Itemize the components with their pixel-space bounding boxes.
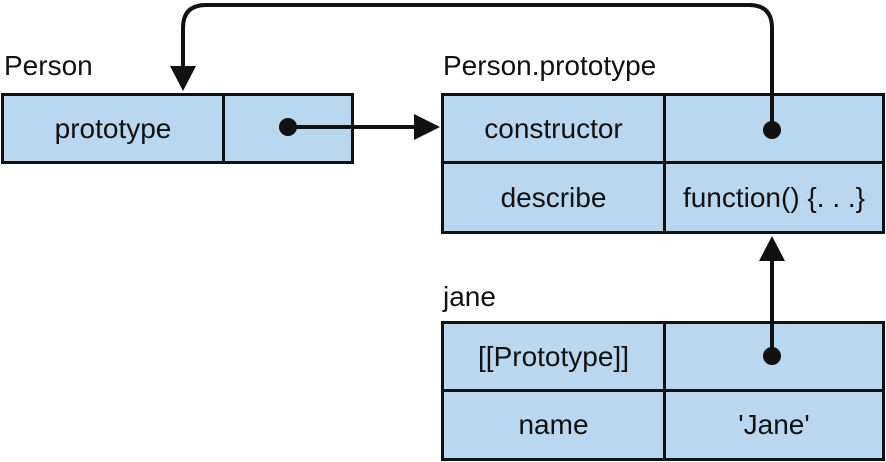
- jane-prototype-arrowhead: [759, 236, 785, 261]
- constructor-value: [663, 93, 885, 164]
- jane-title: jane: [443, 281, 496, 312]
- person-prototype-arrowhead: [414, 114, 440, 140]
- jane-name-value: 'Jane': [663, 389, 885, 461]
- describe-value: function() {. . .}: [663, 161, 885, 234]
- person-prototype-key: prototype: [1, 93, 225, 164]
- jane-prototype-key: [[Prototype]]: [441, 321, 666, 392]
- jane-name-key: name: [441, 389, 666, 461]
- person-prototype-title: Person.prototype: [443, 50, 657, 81]
- person-prototype-value: [222, 93, 354, 164]
- describe-key: describe: [441, 161, 666, 234]
- jane-prototype-value: [663, 321, 885, 392]
- constructor-arrowhead: [170, 66, 196, 91]
- constructor-key: constructor: [441, 93, 666, 164]
- person-title: Person: [4, 50, 93, 81]
